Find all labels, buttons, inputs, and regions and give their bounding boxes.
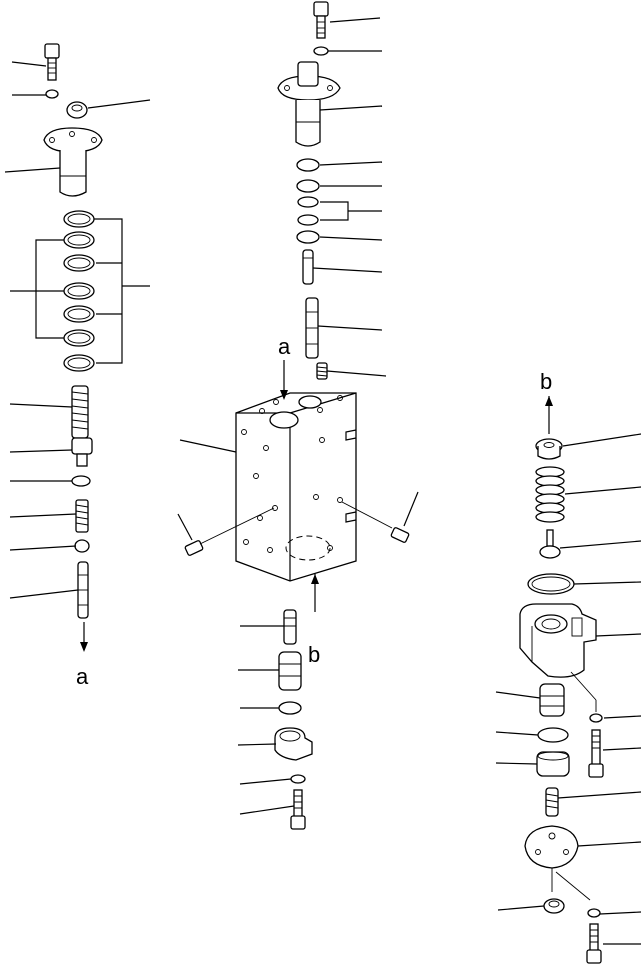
left-nut <box>66 101 88 119</box>
left-small-nut <box>74 539 90 553</box>
left-o-ring-stack <box>63 210 95 372</box>
left-spool <box>77 561 89 619</box>
center-top-bolt <box>313 1 329 39</box>
left-spring-1 <box>71 385 89 439</box>
left-spring-2 <box>75 499 89 533</box>
right-bolt-1 <box>588 729 604 778</box>
side-plug-left <box>184 507 275 556</box>
label-a-top: a <box>278 334 291 359</box>
right-poppet <box>539 529 561 559</box>
right-small-washer <box>589 713 603 723</box>
right-spring-cap <box>535 438 563 460</box>
left-washer <box>45 89 59 99</box>
center-flange-piston <box>277 61 341 147</box>
left-flange-cover <box>43 127 103 197</box>
left-spring-seat <box>71 437 93 467</box>
label-a-left: a <box>76 664 89 689</box>
center-lower-cap <box>274 727 313 761</box>
right-lower-o-ring <box>537 727 569 743</box>
right-lower-nut <box>543 898 565 914</box>
right-lower-washer <box>587 908 601 918</box>
right-o-ring <box>527 573 575 595</box>
right-spring <box>535 466 565 523</box>
right-stem <box>545 787 559 817</box>
valve-body <box>235 392 357 582</box>
right-flange <box>524 825 579 869</box>
center-plug <box>316 362 328 380</box>
right-valve-housing <box>519 603 597 678</box>
center-pin <box>302 249 314 285</box>
center-valve-assembly: a b <box>177 1 419 830</box>
center-o-rings <box>296 158 320 244</box>
right-cartridge <box>539 683 565 717</box>
right-lower-plug <box>536 751 570 777</box>
center-spool <box>305 297 319 359</box>
center-lower-piston <box>278 651 302 691</box>
left-top-bolt <box>44 43 60 81</box>
left-small-ring <box>71 475 91 487</box>
label-b-right: b <box>540 369 552 394</box>
center-top-washer <box>313 46 329 56</box>
center-lower-bolt <box>290 789 306 830</box>
center-lower-o-ring <box>278 701 302 715</box>
left-spool-assembly: a <box>4 43 151 689</box>
center-lower-pin <box>283 609 297 645</box>
side-plug-right <box>341 501 410 543</box>
right-relief-assembly: b <box>495 369 641 964</box>
right-bolt-2 <box>586 923 602 964</box>
label-b-center: b <box>308 642 320 667</box>
center-lower-washer <box>290 774 306 784</box>
